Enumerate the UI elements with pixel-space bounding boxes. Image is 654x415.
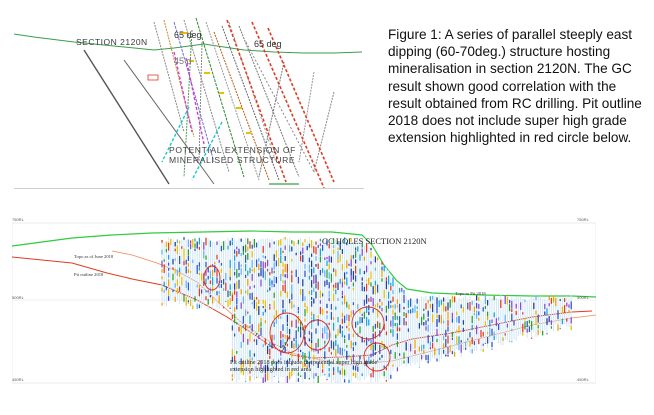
topo-line-green — [12, 230, 596, 298]
extension-label-line1: POTENTIAL EXTENSION OF — [169, 145, 297, 155]
gc-holes-section: GC HOLES SECTION 2120N Topo as of June 2… — [12, 205, 596, 405]
topo-right-label: Topo to Pit 2018 — [455, 291, 486, 296]
section-drawing — [14, 17, 363, 188]
high-grade-circles — [203, 265, 391, 372]
topo-label: Topo as of June 2018 — [74, 254, 114, 259]
extension-label: POTENTIAL EXTENSION OF MINERALISED STRUC… — [169, 145, 296, 165]
topo-line — [14, 33, 363, 54]
drill-hole-bars — [161, 237, 572, 383]
assay-markers — [181, 32, 251, 134]
axis-left-top: 750RL — [12, 217, 24, 222]
axis-left-mid: 500RL — [12, 295, 24, 300]
red-structure-lines — [226, 19, 335, 188]
angle-label: 65 deg — [174, 30, 202, 40]
axis-right-mid: 500RL — [577, 295, 589, 300]
magenta-structure-lines — [173, 51, 205, 145]
axis-left-bottom: 450RL — [12, 377, 24, 382]
section-label: SECTION 2120N — [76, 37, 148, 47]
cyan-extension-lines — [161, 106, 223, 181]
drill-trace — [83, 49, 170, 185]
angle-label: 45 d — [174, 56, 192, 66]
drill-hole-group — [153, 17, 335, 181]
pit-label: Pit outline 2018 — [74, 272, 104, 277]
grid-marker — [147, 74, 159, 81]
extension-label-line2: MINERALISED STRUCTURE — [169, 155, 296, 165]
figure-caption: Figure 1: A series of parallel steeply e… — [388, 27, 642, 146]
gc-section-drawing — [12, 222, 596, 384]
pit-note: Pit outline 2018 does include the potent… — [230, 359, 378, 373]
axis-right-top: 750RL — [577, 217, 589, 222]
callout-line — [281, 334, 291, 353]
axis-right-bottom: 450RL — [577, 377, 589, 382]
angle-label: 65 deg — [254, 39, 282, 49]
drill-trace — [123, 59, 215, 185]
section-title: GC HOLES SECTION 2120N — [322, 236, 427, 246]
section-2120n-figure: SECTION 2120N 65 deg 45 d 65 deg POTENTI… — [14, 12, 364, 189]
